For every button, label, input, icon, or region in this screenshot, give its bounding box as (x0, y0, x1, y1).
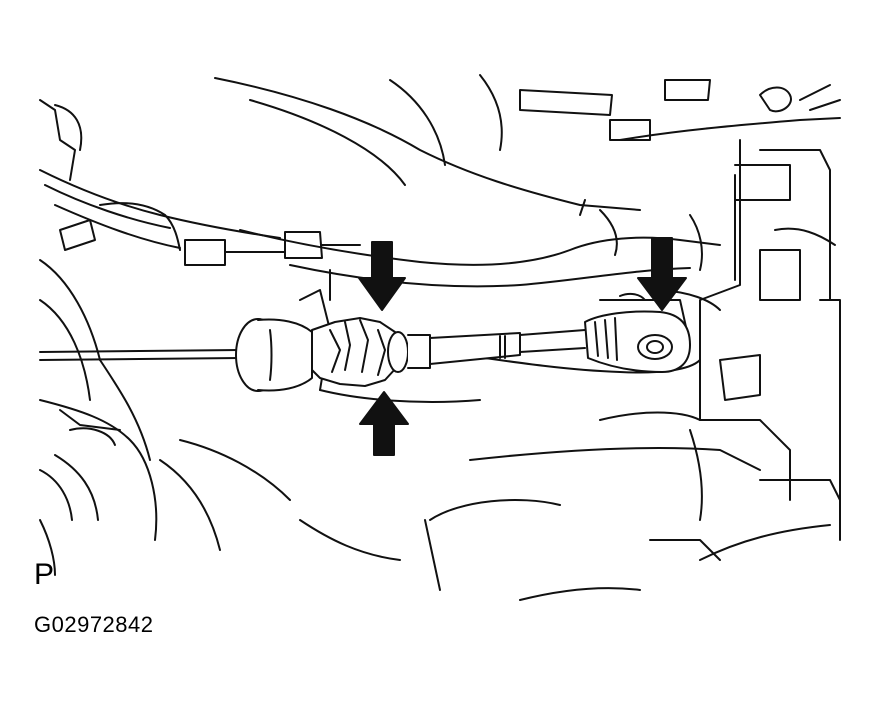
view-label: P (34, 558, 55, 591)
cable-end-eyelet (584, 292, 691, 373)
background-structure (39, 74, 841, 601)
figure-code: G02972842 (34, 612, 154, 637)
cable-retainer-clamp (311, 317, 431, 387)
arrow-bottom-clip (359, 391, 409, 456)
cable-rod (429, 332, 521, 365)
arrow-cable-end (637, 237, 687, 311)
shift-cable (39, 329, 586, 361)
cable-boot (235, 318, 313, 392)
arrow-top-clip (358, 241, 406, 311)
